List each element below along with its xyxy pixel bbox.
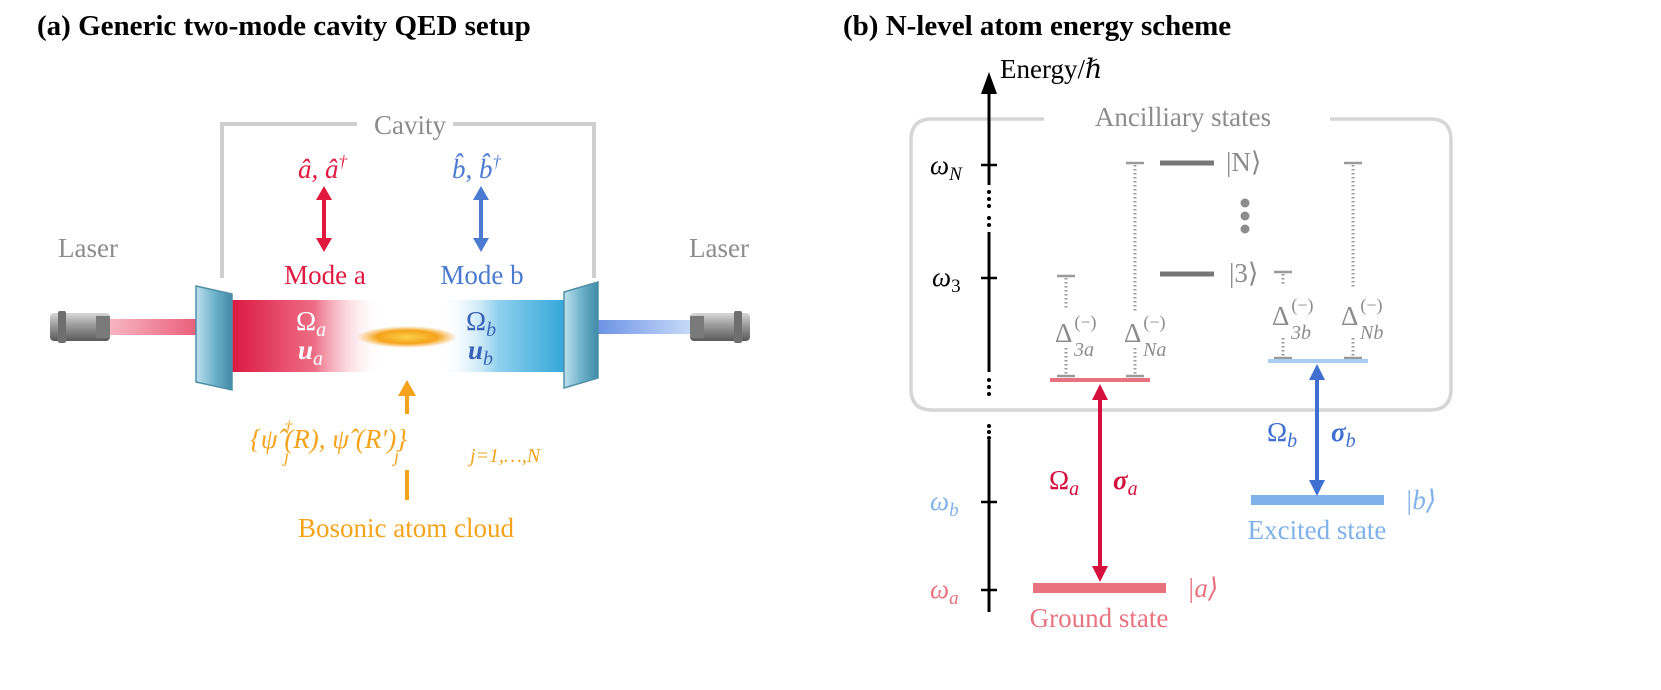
atom-cloud (357, 326, 457, 348)
delta-3a-sub: 3a (1073, 339, 1094, 361)
mode-b-field (440, 300, 570, 372)
delta-Nb-label: Δ(−) (1341, 295, 1383, 331)
ket-a: |a⟩ (1187, 573, 1218, 603)
tick-omega-N: ωN (930, 150, 963, 185)
coupling-b-arrow (1309, 364, 1325, 496)
ancillary-box (909, 117, 1453, 412)
tick-omega-3: ω3 (932, 262, 961, 297)
mode-a-mode-function: ua (298, 335, 323, 370)
mode-b-rabi-frequency: Ωb (466, 306, 496, 341)
field-operator-sub-2: j (392, 446, 399, 466)
mode-a-operators: â, â† (298, 152, 348, 184)
mode-b-mode-function: ub (468, 335, 493, 370)
ground-state-label: Ground state (1030, 603, 1169, 633)
coupling-b-sigma: σb (1331, 417, 1356, 452)
delta-Na-sub: Na (1142, 339, 1166, 361)
detuning-Na-marker (1126, 161, 1144, 378)
delta-Nb-sub: Nb (1359, 322, 1383, 344)
mode-b-label: Mode b (440, 260, 523, 290)
mode-a-field (232, 300, 382, 372)
excited-state-label: Excited state (1248, 515, 1387, 545)
delta-3b-sub: 3b (1290, 322, 1311, 344)
bosonic-cloud-label: Bosonic atom cloud (298, 513, 514, 543)
ket-3: |3⟩ (1229, 258, 1258, 288)
ket-b: |b⟩ (1405, 485, 1436, 515)
field-operator-dagger: † (284, 417, 293, 436)
detuning-3a-marker (1057, 274, 1075, 378)
tick-omega-a: ωa (930, 574, 959, 609)
ancillary-label: Ancilliary states (1095, 102, 1271, 132)
atom-cloud-arrow (398, 380, 416, 500)
ket-N: |N⟩ (1226, 147, 1261, 177)
mirror-right (563, 280, 599, 390)
coupling-a-arrow (1092, 384, 1108, 582)
detuning-Nb-marker (1344, 161, 1362, 360)
field-operator-range: j=1,…,N (467, 445, 542, 467)
coupling-b-omega: Ωb (1267, 417, 1297, 452)
laser-left-icon (50, 311, 110, 343)
mirror-left (195, 285, 233, 391)
field-operator-sub-1: j (282, 446, 289, 466)
field-operators: {ψ̂ (R), ψ̂ (R′)} (250, 424, 407, 454)
coupling-a-sigma: σa (1113, 465, 1138, 500)
laser-right-icon (690, 311, 750, 343)
laser-beam-right (596, 320, 690, 334)
mode-b-double-arrow (473, 186, 489, 252)
mode-a-label: Mode a (284, 260, 366, 290)
mode-a-rabi-frequency: Ωa (296, 306, 326, 341)
ancillary-vertical-dots (1240, 198, 1250, 234)
delta-3a-label: Δ(−) (1055, 312, 1097, 348)
energy-axis (981, 72, 997, 612)
coupling-a-omega: Ωa (1049, 465, 1079, 500)
mode-a-double-arrow (316, 186, 332, 252)
energy-axis-label: Energy/ℏ (1000, 54, 1102, 84)
cavity-label: Cavity (374, 110, 446, 140)
cavity-bracket (220, 122, 596, 278)
laser-left-label: Laser (58, 233, 118, 263)
laser-beam-left (110, 319, 206, 335)
delta-Na-label: Δ(−) (1124, 312, 1166, 348)
panel-b-title: (b) N-level atom energy scheme (843, 10, 1231, 42)
laser-right-label: Laser (689, 233, 749, 263)
detuning-3b-marker (1274, 270, 1292, 360)
panel-a-title: (a) Generic two-mode cavity QED setup (37, 10, 531, 42)
mode-b-operators: b̂, b̂† (452, 152, 502, 184)
tick-omega-b: ωb (930, 486, 959, 521)
delta-3b-label: Δ(−) (1272, 295, 1314, 331)
